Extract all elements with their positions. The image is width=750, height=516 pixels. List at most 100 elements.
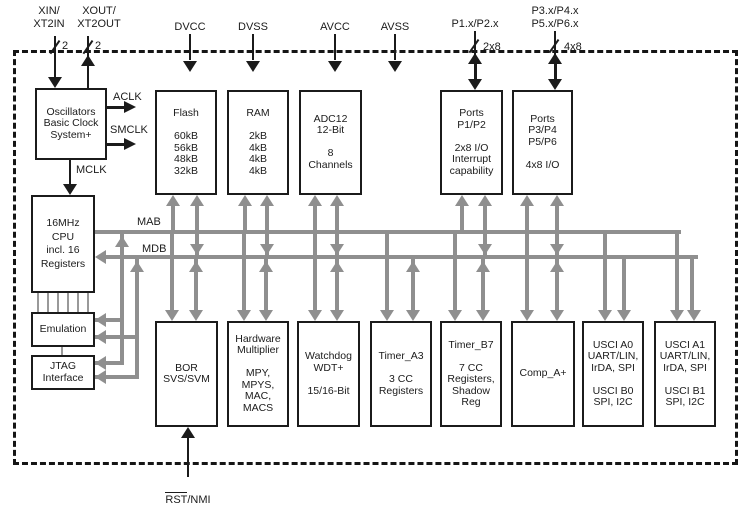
arrowhead-down-icon <box>388 61 402 72</box>
block-text: JTAG Interface <box>42 360 84 384</box>
bus-segment <box>54 36 56 78</box>
bus-segment <box>252 34 254 60</box>
arrowhead-up-icon <box>330 261 344 272</box>
block-text: USCI A0 UART/LIN, IrDA, SPI USCI B0 SPI,… <box>587 338 639 408</box>
bus-segment <box>473 62 477 80</box>
bus-segment <box>622 259 626 312</box>
bus-segment <box>453 230 457 312</box>
bus-segment <box>87 293 89 312</box>
arrowhead-left-icon <box>95 370 106 384</box>
arrowhead-down-icon <box>328 61 342 72</box>
chip-boundary <box>13 50 738 465</box>
clock-label-smclk: SMCLK <box>110 124 148 136</box>
bus-segment <box>555 259 559 312</box>
block-oscillators: Oscillators Basic Clock System+ <box>35 88 107 160</box>
pin-label-p3-p6: P3.x/P4.x P5.x/P6.x <box>531 5 579 30</box>
block-text: BOR SVS/SVM <box>163 361 210 385</box>
clock-label-mclk: MCLK <box>76 164 107 176</box>
arrowhead-down-icon <box>468 79 482 90</box>
bus-segment <box>37 293 39 312</box>
arrowhead-down-icon <box>598 310 612 321</box>
pin-label-avcc: AVCC <box>320 21 350 33</box>
pin-label-xout: XOUT/ XT2OUT <box>77 5 121 30</box>
arrowhead-down-icon <box>308 310 322 321</box>
bus-segment <box>106 255 698 259</box>
block-watchdog: Watchdog WDT+ 15/16-Bit <box>297 321 360 427</box>
pin-label-avss: AVSS <box>380 21 410 33</box>
block-usci-a0: USCI A0 UART/LIN, IrDA, SPI USCI B0 SPI,… <box>582 321 644 427</box>
bus-segment <box>57 293 59 312</box>
bus-segment <box>335 204 339 259</box>
block-text: Timer_B7 7 CC Registers, Shadow Reg <box>447 338 495 408</box>
arrowhead-up-icon <box>406 261 420 272</box>
bus-width-label: 4x8 <box>564 41 582 53</box>
block-bor-svs-svm: BOR SVS/SVM <box>155 321 218 427</box>
block-text: Ports P1/P2 2x8 I/O Interrupt capability <box>449 107 494 177</box>
block-jtag-interface: JTAG Interface <box>31 355 95 390</box>
block-flash: Flash 60kB 56kB 48kB 32kB <box>155 90 217 195</box>
rst-overlined-text: RST <box>165 492 188 506</box>
arrowhead-up-icon <box>476 261 490 272</box>
block-text: USCI A1 UART/LIN, IrDA, SPI USCI B1 SPI,… <box>659 338 711 408</box>
bus-segment <box>67 293 69 312</box>
block-text: Watchdog WDT+ 15/16-Bit <box>305 350 352 397</box>
arrowhead-down-icon <box>165 310 179 321</box>
block-adc12: ADC12 12-Bit 8 Channels <box>299 90 362 195</box>
arrowhead-up-icon <box>548 53 562 64</box>
arrowhead-down-icon <box>63 184 77 195</box>
arrowhead-right-icon <box>124 100 136 113</box>
pin-label-p1-p2: P1.x/P2.x <box>451 18 499 30</box>
bus-segment <box>120 234 124 365</box>
arrowhead-left-icon <box>95 356 106 370</box>
arrowhead-down-icon <box>260 244 274 255</box>
bus-segment <box>385 230 389 312</box>
arrowhead-up-icon <box>520 195 534 206</box>
bus-segment <box>555 204 559 259</box>
bus-segment <box>265 204 269 259</box>
bus-segment <box>553 62 557 80</box>
arrowhead-down-icon <box>380 310 394 321</box>
bus-segment <box>460 204 464 234</box>
bus-segment <box>603 230 607 312</box>
bus-segment <box>47 293 49 312</box>
bus-segment <box>171 204 175 234</box>
block-cpu: 16MHz CPU incl. 16 Registers <box>31 195 95 293</box>
arrowhead-up-icon <box>330 195 344 206</box>
bus-segment <box>313 204 317 234</box>
bus-segment <box>483 204 487 259</box>
pin-label-dvss: DVSS <box>238 21 268 33</box>
arrowhead-up-icon <box>190 195 204 206</box>
arrowhead-up-icon <box>550 261 564 272</box>
arrowhead-down-icon <box>190 244 204 255</box>
block-usci-a1: USCI A1 UART/LIN, IrDA, SPI USCI B1 SPI,… <box>654 321 716 427</box>
block-text: 16MHz CPU incl. 16 Registers <box>40 217 86 270</box>
bus-segment <box>242 230 246 312</box>
block-comp-a: Comp_A+ <box>511 321 575 427</box>
bus-segment <box>481 259 485 312</box>
bus-segment <box>170 230 174 312</box>
arrowhead-up-icon <box>115 236 129 247</box>
block-text: Hardware Multiplier MPY, MPYS, MAC, MACS <box>235 332 281 414</box>
arrowhead-down-icon <box>237 310 251 321</box>
bus-segment <box>95 361 124 365</box>
arrowhead-down-icon <box>550 244 564 255</box>
block-text: Timer_A3 3 CC Registers <box>378 350 424 397</box>
bus-segment <box>61 347 63 355</box>
arrowhead-down-icon <box>670 310 684 321</box>
pin-label-dvcc: DVCC <box>174 21 206 33</box>
arrowhead-up-icon <box>260 195 274 206</box>
bus-segment <box>95 335 139 339</box>
arrowhead-left-icon <box>95 250 106 264</box>
block-text: Oscillators Basic Clock System+ <box>43 105 99 141</box>
bus-segment <box>335 259 339 312</box>
arrowhead-up-icon <box>181 427 195 438</box>
block-text: Comp_A+ <box>519 367 567 380</box>
arrowhead-down-icon <box>183 61 197 72</box>
arrowhead-up-icon <box>238 195 252 206</box>
arrowhead-up-icon <box>478 195 492 206</box>
arrowhead-up-icon <box>81 55 95 66</box>
arrowhead-down-icon <box>259 310 273 321</box>
bus-segment <box>195 204 199 259</box>
bus-width-label: 2x8 <box>483 41 501 53</box>
